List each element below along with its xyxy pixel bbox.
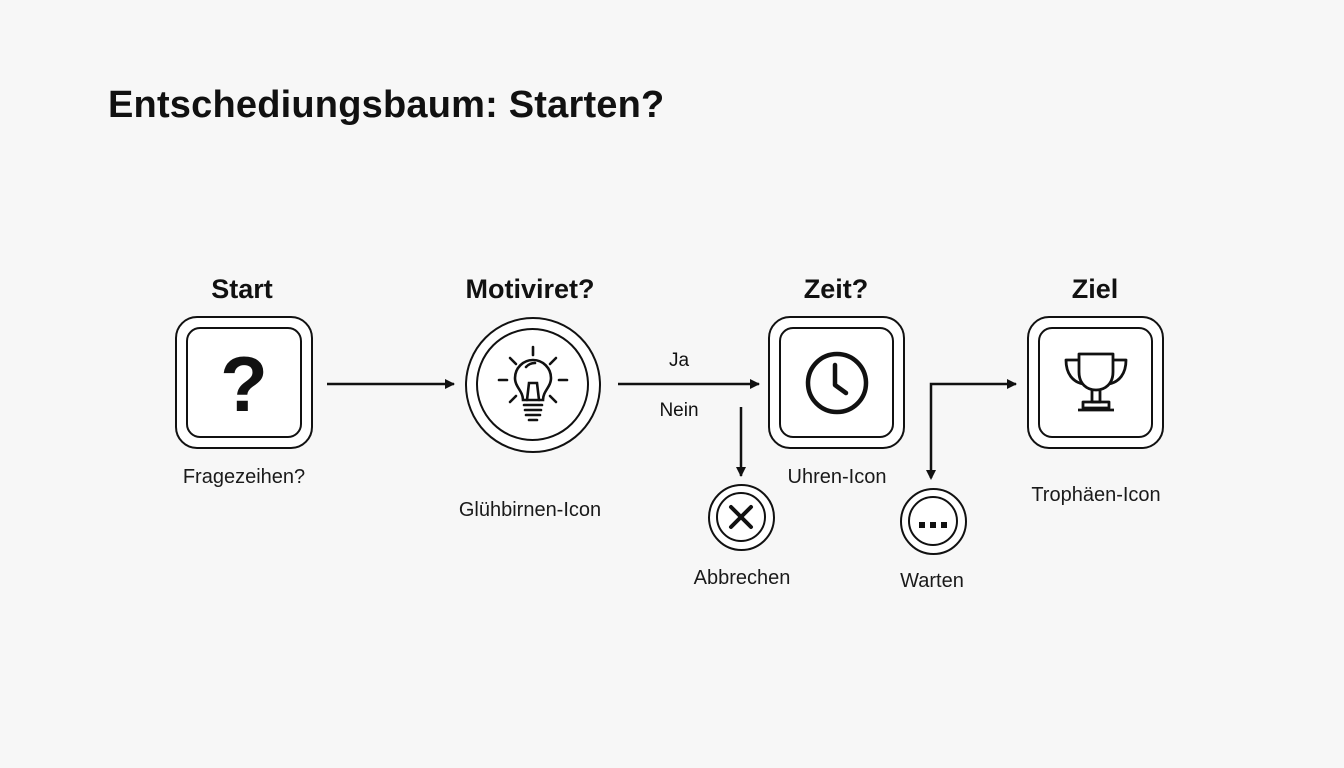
goal-node-title: Ziel — [1071, 274, 1119, 304]
question-mark-icon: ? — [220, 339, 268, 428]
motivated-node-caption: Glühbirnen-Icon — [458, 499, 602, 521]
goal-node-caption: Trophäen-Icon — [1031, 484, 1161, 506]
cancel-node-caption: Abbrechen — [693, 567, 791, 589]
wait-node-caption: Warten — [900, 570, 964, 592]
start-node-title: Start — [211, 274, 273, 304]
time-node — [768, 316, 905, 449]
motivated-node — [465, 317, 601, 453]
yes-edge-label: Ja — [668, 350, 690, 371]
no-edge-label: Nein — [659, 400, 699, 421]
ellipsis-icon — [919, 522, 947, 528]
x-icon — [729, 505, 753, 529]
time-node-title: Zeit? — [803, 274, 869, 304]
lightbulb-icon — [497, 345, 568, 421]
motivated-node-title: Motiviret? — [465, 274, 595, 304]
arrow-time-to-goal — [929, 379, 1017, 478]
start-node: ? — [175, 316, 313, 449]
trophy-icon — [1064, 352, 1127, 411]
time-node-caption: Uhren-Icon — [787, 466, 887, 488]
goal-node — [1027, 316, 1164, 449]
diagram-title: Entschediungsbaum: Starten? — [108, 84, 665, 126]
start-node-caption: Fragezeihen? — [182, 466, 306, 488]
cancel-node — [708, 484, 775, 551]
clock-icon — [805, 351, 868, 414]
wait-node — [900, 488, 967, 555]
